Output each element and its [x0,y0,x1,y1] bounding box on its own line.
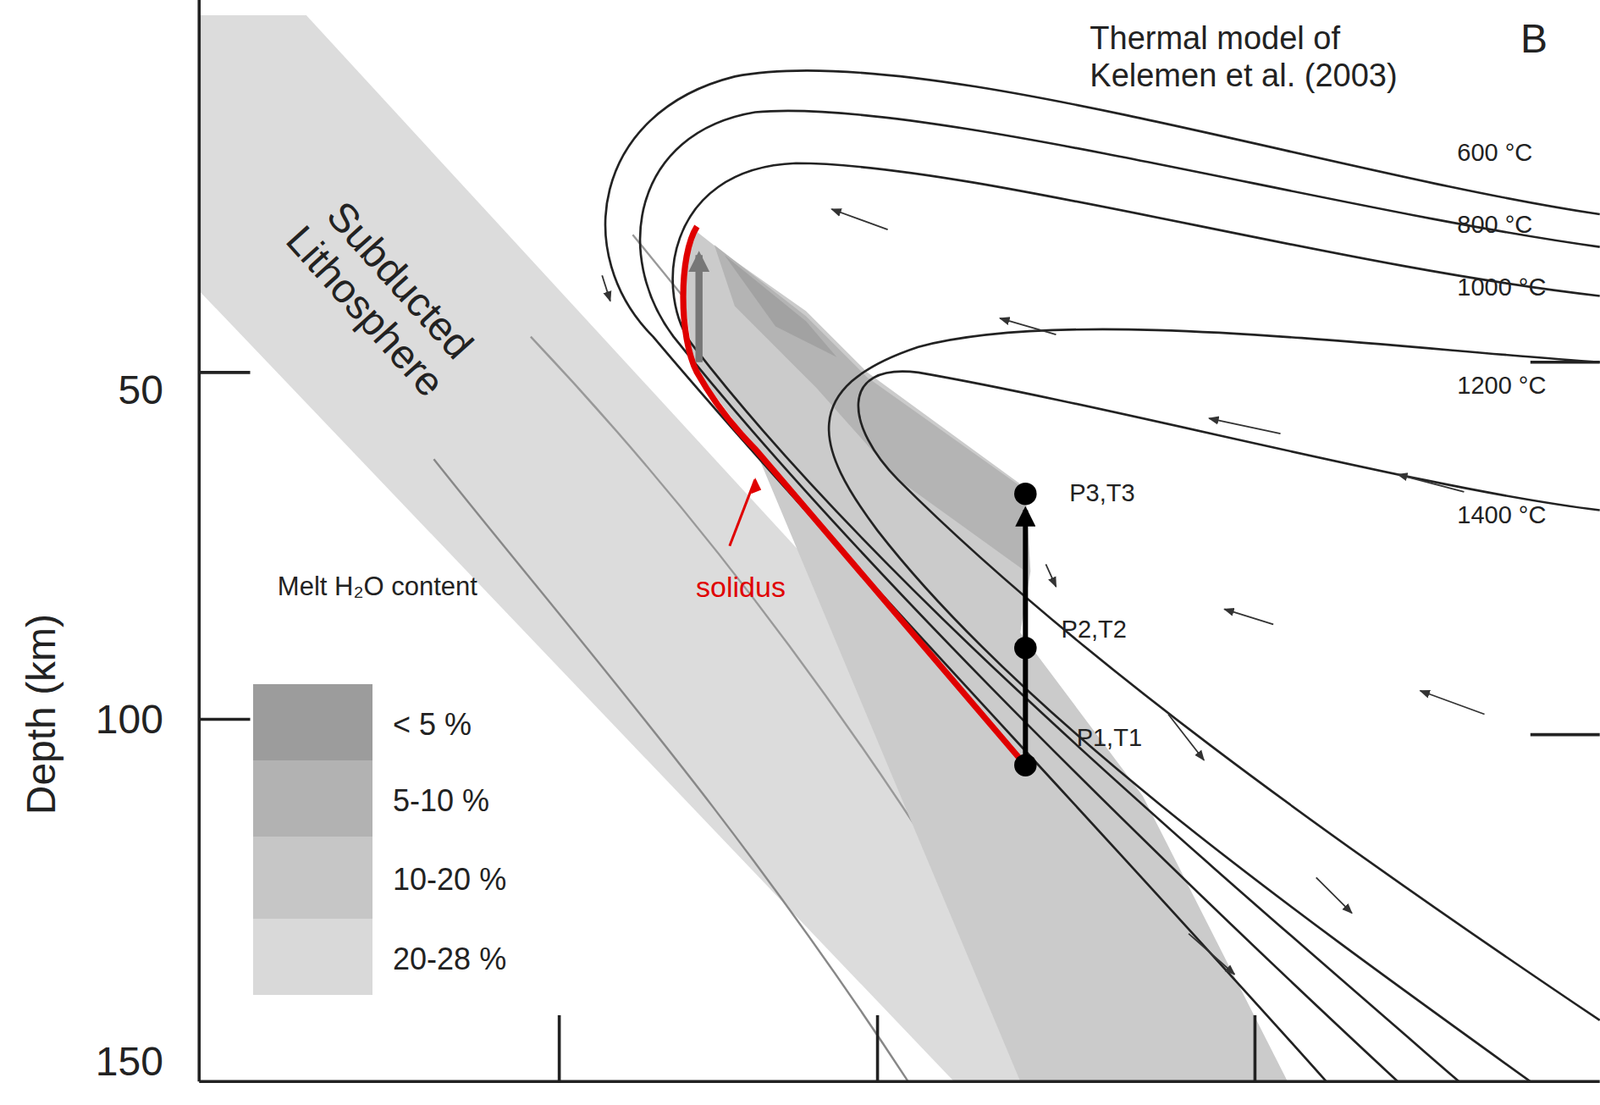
melt-region-polygon [714,244,1027,572]
flow-arrows-line [1224,608,1274,624]
subducted-slab-polygon [198,15,1288,1082]
subducted-slab [198,15,1288,1082]
flow-arrows-line [1397,474,1464,492]
legend-swatch [253,836,373,918]
legend-text: 20-28 % [392,941,507,977]
flow-arrows [601,209,1485,975]
melt-ascent-arrow [695,254,702,363]
legend-heading: Melt H₂O content [277,571,481,602]
decompression-path-circle [1014,753,1038,777]
solidus-path-path [683,226,1026,766]
isotherms-path [673,163,1600,1082]
isotherm-label: 1400 °C [1456,501,1546,530]
slab-label: Subducted Lithosphere [240,144,525,447]
legend-text: 5-10 % [392,783,490,818]
flow-arrows-line [1045,563,1056,587]
isotherms-path [605,70,1600,1082]
flow-arrows-line [999,318,1056,335]
isotherms-path [640,110,1600,1082]
legend-text: < 5 % [392,706,472,742]
panel-letter: B [1520,15,1548,62]
melt-region [681,229,1288,1082]
legend-swatch [253,918,373,995]
point-label: P1,T1 [1076,723,1143,752]
axes-line [557,1015,562,1082]
flow-arrows-line [831,209,888,230]
axis-title: Depth (km) [17,613,65,815]
isotherm-label: 1000 °C [1456,273,1546,302]
solidus-leader-head [750,477,762,494]
flow-arrows-line [1168,713,1204,760]
isotherm-label: 600 °C [1456,138,1533,167]
axes-line [197,0,201,1082]
point-label: P2,T2 [1061,615,1127,644]
axis-tick-label: 100 [95,695,164,743]
point-label: P3,T3 [1069,479,1135,508]
flow-arrows-line [1208,418,1280,434]
melt-region-polygon [724,254,838,357]
axes-line [1253,1015,1258,1082]
isotherms [605,70,1600,1082]
legend-text: 10-20 % [392,861,507,897]
axes-line [198,717,250,722]
solidus-path [683,226,1026,766]
legend-swatch [253,684,373,761]
isotherm-label: 800 °C [1456,210,1533,239]
decompression-path [1014,482,1038,777]
axes-line [1530,733,1600,737]
solidus-leader [729,479,756,546]
decompression-path-circle [1014,482,1038,506]
isotherms-path [828,329,1600,1082]
flow-arrows-line [1420,690,1485,715]
decompression-path-circle [1014,636,1038,660]
axes-line [198,370,250,375]
legend-swatch [253,760,373,837]
flow-arrows-line [601,275,611,301]
axes-line [1530,360,1600,365]
solidus-label: solidus [695,570,786,604]
axes-line [876,1015,880,1082]
flow-arrows-line [1188,933,1235,975]
isotherm-label: 1200 °C [1456,371,1546,400]
axis-tick-label: 150 [95,1037,164,1085]
axes-line [198,1079,1600,1083]
axis-tick-label: 50 [117,366,163,414]
figure-credit: Thermal model of Kelemen et al. (2003) [1089,20,1463,94]
flow-arrows-line [1316,877,1352,913]
melt-region-polygon [681,229,1288,1082]
axes [198,0,1600,1082]
